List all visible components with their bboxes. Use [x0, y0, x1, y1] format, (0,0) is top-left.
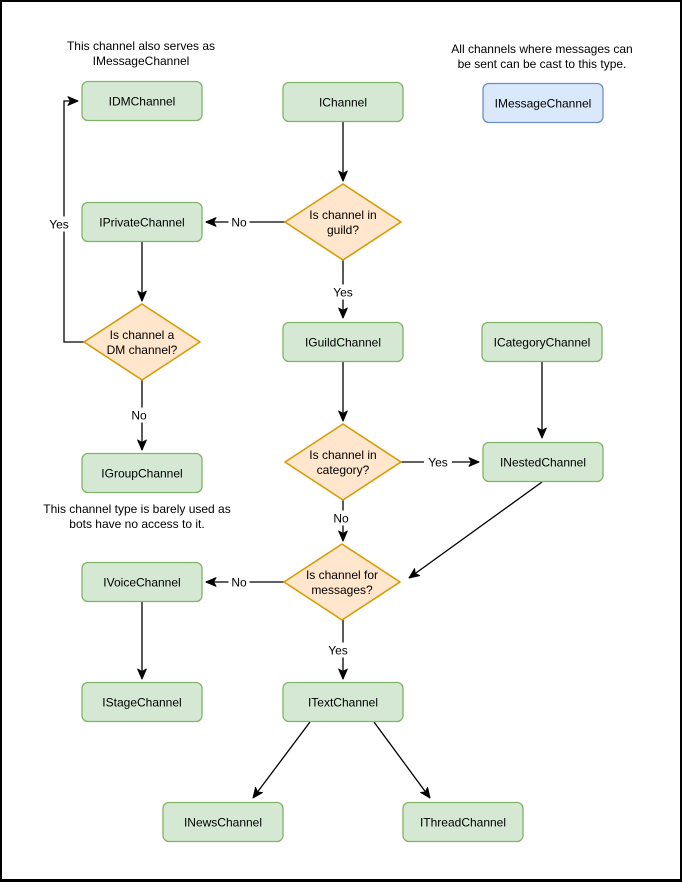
node-IGuildChannel: IGuildChannel	[282, 321, 404, 363]
edge-label-no: No	[228, 574, 250, 590]
node-IPrivateChannel: IPrivateChannel	[81, 201, 203, 243]
annotation-group-channel: This channel type is barely used as bots…	[43, 502, 231, 531]
node-label: IPrivateChannel	[99, 216, 184, 230]
svg-text:Yes: Yes	[333, 286, 353, 300]
edge-label-yes: Yes	[329, 284, 357, 300]
node-layer: IDMChannel IChannel IMessageChannel Is chan…	[81, 80, 604, 843]
node-ITextChannel: ITextChannel	[282, 681, 404, 723]
svg-text:No: No	[131, 409, 147, 423]
edge-label-no: No	[128, 407, 150, 423]
svg-text:No: No	[231, 216, 247, 230]
node-INestedChannel: INestedChannel	[482, 441, 604, 483]
annotation-message-channel: All channels where messages can be sent …	[451, 42, 633, 71]
svg-text:No: No	[333, 512, 349, 526]
node-label: ITextChannel	[308, 696, 378, 710]
node-label: IGuildChannel	[305, 336, 381, 350]
node-label: ICategoryChannel	[494, 336, 591, 350]
node-INewsChannel: INewsChannel	[162, 801, 284, 843]
edge-label-no: No	[228, 214, 250, 230]
node-label: IMessageChannel	[495, 97, 592, 111]
edge-label-yes: Yes	[324, 642, 352, 658]
node-IDMChannel: IDMChannel	[81, 80, 203, 122]
node-ICategoryChannel: ICategoryChannel	[481, 321, 603, 363]
edge-label-yes: Yes	[424, 454, 452, 470]
node-label: IDMChannel	[109, 95, 176, 109]
node-label: IChannel	[319, 96, 367, 110]
annotation-dm-channel: This channel also serves as IMessageChan…	[66, 39, 216, 68]
node-IChannel: IChannel	[282, 81, 404, 123]
node-label: INewsChannel	[184, 816, 262, 830]
node-label: INestedChannel	[500, 456, 586, 470]
svg-text:Yes: Yes	[328, 644, 348, 658]
svg-text:No: No	[231, 576, 247, 590]
node-IGroupChannel: IGroupChannel	[81, 452, 203, 494]
svg-text:Yes: Yes	[49, 218, 69, 232]
node-IStageChannel: IStageChannel	[81, 681, 203, 723]
node-label: IStageChannel	[102, 696, 181, 710]
node-label: IVoiceChannel	[103, 576, 180, 590]
node-IVoiceChannel: IVoiceChannel	[81, 561, 203, 603]
node-IMessageChannel: IMessageChannel	[482, 82, 604, 124]
edge-INestedChannel--messages-decision	[408, 481, 543, 579]
edge-label-no: No	[330, 510, 352, 526]
node-IThreadChannel: IThreadChannel	[402, 801, 524, 843]
edge-ITextChannel--IThreadChannel	[373, 721, 431, 799]
edge-label-yes: Yes	[45, 216, 73, 232]
svg-text:Yes: Yes	[428, 456, 448, 470]
node-label: IGroupChannel	[101, 467, 182, 481]
node-label: IThreadChannel	[420, 816, 506, 830]
edge-ITextChannel--INewsChannel	[252, 721, 311, 799]
